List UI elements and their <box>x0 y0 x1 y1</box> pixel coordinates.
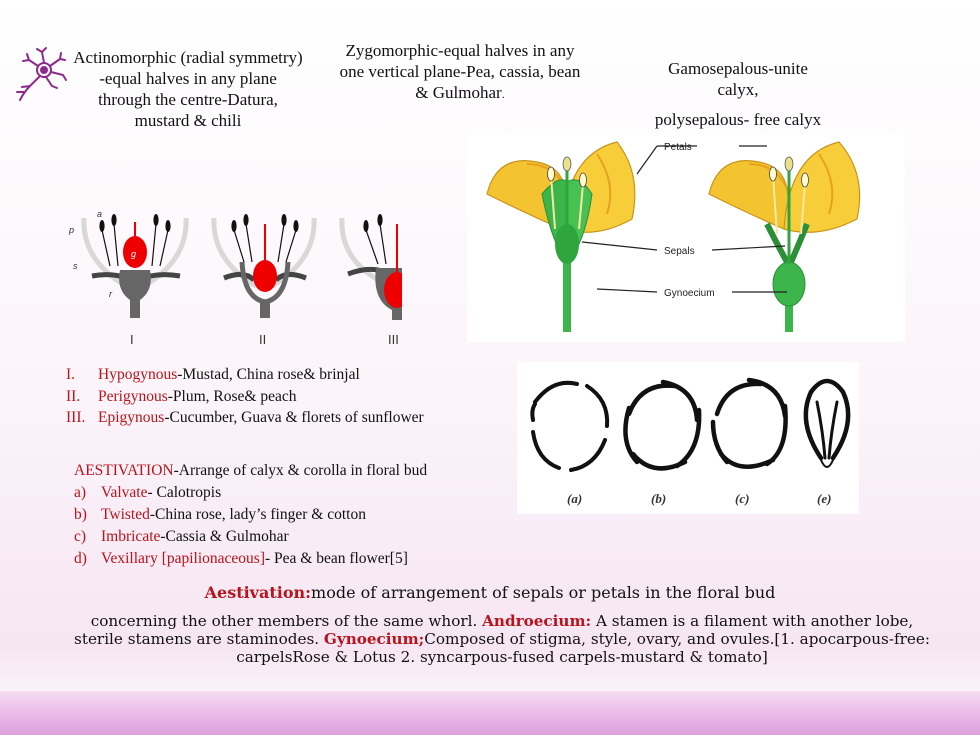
imbricate-diagram <box>710 377 788 469</box>
petals-label: Petals <box>664 142 692 153</box>
figure-label-1: I <box>130 332 134 347</box>
flower-diagram-svg: Petals Sepals Gynoecium <box>486 141 861 332</box>
flower-diagram: Petals Sepals Gynoecium <box>467 134 905 342</box>
label-p: p <box>68 225 74 235</box>
summary-paragraph: concerning the other members of the same… <box>74 612 930 666</box>
label-a: a <box>97 209 102 219</box>
gynoecium-label: Gynoecium <box>664 288 715 299</box>
aestivation-svg: (a) (b) (c) (e) <box>530 377 851 506</box>
ovary-item-1: I.Hypogynous-Mustad, China rose& brinjal <box>66 366 360 383</box>
label-r: r <box>109 289 113 299</box>
figure-label-3: III <box>388 332 399 347</box>
gamosepalous-line2: polysepalous- free calyx <box>654 110 822 129</box>
aest-label-e: (e) <box>817 491 831 506</box>
aestivation-item-d: d)Vexillary [papilionaceous]- Pea & bean… <box>74 550 408 567</box>
ovary-desc: -Cucumber, Guava & florets of sunflower <box>164 409 424 426</box>
ovary-term: Hypogynous <box>98 366 178 383</box>
neuron-logo <box>8 44 70 106</box>
label-g: g <box>131 249 136 259</box>
ovary-term: Epigynous <box>98 409 165 426</box>
aestivation-definition: Aestivation:mode of arrangement of sepal… <box>204 583 776 602</box>
ovary-item-2: II.Perigynous-Plum, Rose& peach <box>66 387 297 405</box>
flower-gamosepalous <box>486 141 636 332</box>
actinomorphic-text: Actinomorphic (radial symmetry) -equal h… <box>73 48 303 130</box>
aest-label-b: (b) <box>651 491 666 506</box>
flower-polysepalous <box>708 141 861 332</box>
zygomorphic-trailing: . <box>501 87 505 101</box>
figure-label-2: II <box>259 332 266 347</box>
aestivation-heading: AESTIVATION-Arrange of calyx & corolla i… <box>74 462 428 479</box>
sepals-label: Sepals <box>664 246 695 257</box>
aest-label-c: (c) <box>735 491 749 506</box>
gamosepalous-line1: Gamosepalous-unite calyx, <box>668 59 808 99</box>
ovary-position-svg: a p g s r I II III <box>68 209 445 347</box>
ovary-position-diagram: a p g s r I II III <box>64 200 445 350</box>
ovary-desc: -Plum, Rose& peach <box>167 387 297 405</box>
figure-perigynous <box>211 214 317 318</box>
aest-label-a: (a) <box>567 491 582 506</box>
figure-epigynous <box>339 214 445 320</box>
aestivation-item-c: c)Imbricate-Cassia & Gulmohar <box>74 528 289 545</box>
ovary-item-3: III.Epigynous-Cucumber, Guava & florets … <box>66 409 424 426</box>
neuron-icon <box>16 47 67 101</box>
ovary-position-list: I.Hypogynous-Mustad, China rose& brinjal… <box>66 364 466 429</box>
gamosepalous-text: Gamosepalous-unite calyx, polysepalous- … <box>620 58 856 130</box>
leader-lines <box>581 145 787 293</box>
footer-band <box>0 691 980 735</box>
twisted-diagram <box>623 379 702 471</box>
aestivation-figure: (a) (b) (c) (e) <box>517 362 859 514</box>
valvate-diagram <box>530 380 610 472</box>
vexillary-diagram <box>803 378 851 468</box>
zygomorphic-text: Zygomorphic-equal halves in any one vert… <box>338 40 582 105</box>
figure-hypogynous <box>81 214 189 318</box>
ovary-term: Perigynous <box>98 387 168 405</box>
label-s: s <box>73 261 78 271</box>
aestivation-block: AESTIVATION-Arrange of calyx & corolla i… <box>74 460 514 570</box>
zygomorphic-body: Zygomorphic-equal halves in any one vert… <box>339 41 581 102</box>
aestivation-item-b: b)Twisted-China rose, lady’s finger & co… <box>74 506 366 523</box>
aestivation-item-a: a)Valvate- Calotropis <box>74 484 222 501</box>
ovary-desc: -Mustad, China rose& brinjal <box>177 366 360 383</box>
